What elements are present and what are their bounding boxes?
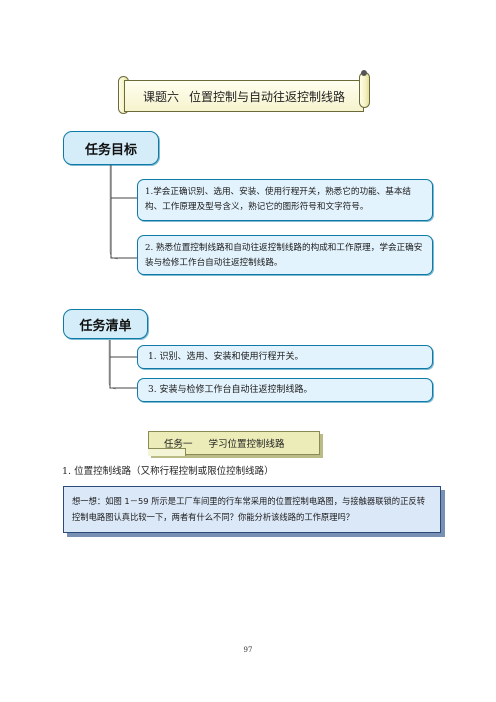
think-text: 想一想：如图 1－59 所示是工厂车间里的行车常采用的位置控制电路图，与接触器联…	[72, 496, 425, 522]
objective-item-1-text: 1.学会正确识别、选用、安装、使用行程开关，熟悉它的功能、基本结构、工作原理及型…	[145, 187, 412, 212]
page-number: 97	[243, 646, 253, 654]
lesson-title: 位置控制与自动往返控制线路	[189, 89, 346, 104]
objective-item-1: 1.学会正确识别、选用、安装、使用行程开关，熟悉它的功能、基本结构、工作原理及型…	[137, 179, 433, 221]
tasks-header-label: 任务清单	[79, 318, 132, 334]
objective-item-2: 2. 熟悉位置控制线路和自动往返控制线路的构成和工作原理，学会正确安装与检修工作…	[137, 235, 433, 275]
task-item-1-text: 1. 识别、选用、安装和使用行程开关。	[148, 351, 304, 362]
task-tag-number: 任务一	[164, 439, 193, 450]
tasks-header: 任务清单	[63, 309, 148, 339]
objective-item-2-text: 2. 熟悉位置控制线路和自动往返控制线路的构成和工作原理，学会正确安装与检修工作…	[145, 243, 423, 268]
objectives-header-label: 任务目标	[84, 142, 137, 158]
task-tag-text: 学习位置控制线路	[208, 439, 285, 450]
objectives-header: 任务目标	[63, 131, 159, 165]
lesson-number: 课题六	[142, 89, 179, 104]
task-tag-fold	[148, 448, 186, 456]
task-item-3-text: 3. 安装与检修工作台自动往返控制线路。	[148, 384, 313, 395]
task-item-1: 1. 识别、选用、安装和使用行程开关。	[137, 345, 433, 369]
think-box: 想一想：如图 1－59 所示是工厂车间里的行车常采用的位置控制电路图，与接触器联…	[63, 486, 441, 533]
scroll-pin-icon	[361, 70, 367, 76]
task-item-3: 3. 安装与检修工作台自动往返控制线路。	[137, 378, 433, 402]
section-heading: 1. 位置控制线路（又称行程控制或限位控制线路）	[62, 466, 274, 477]
